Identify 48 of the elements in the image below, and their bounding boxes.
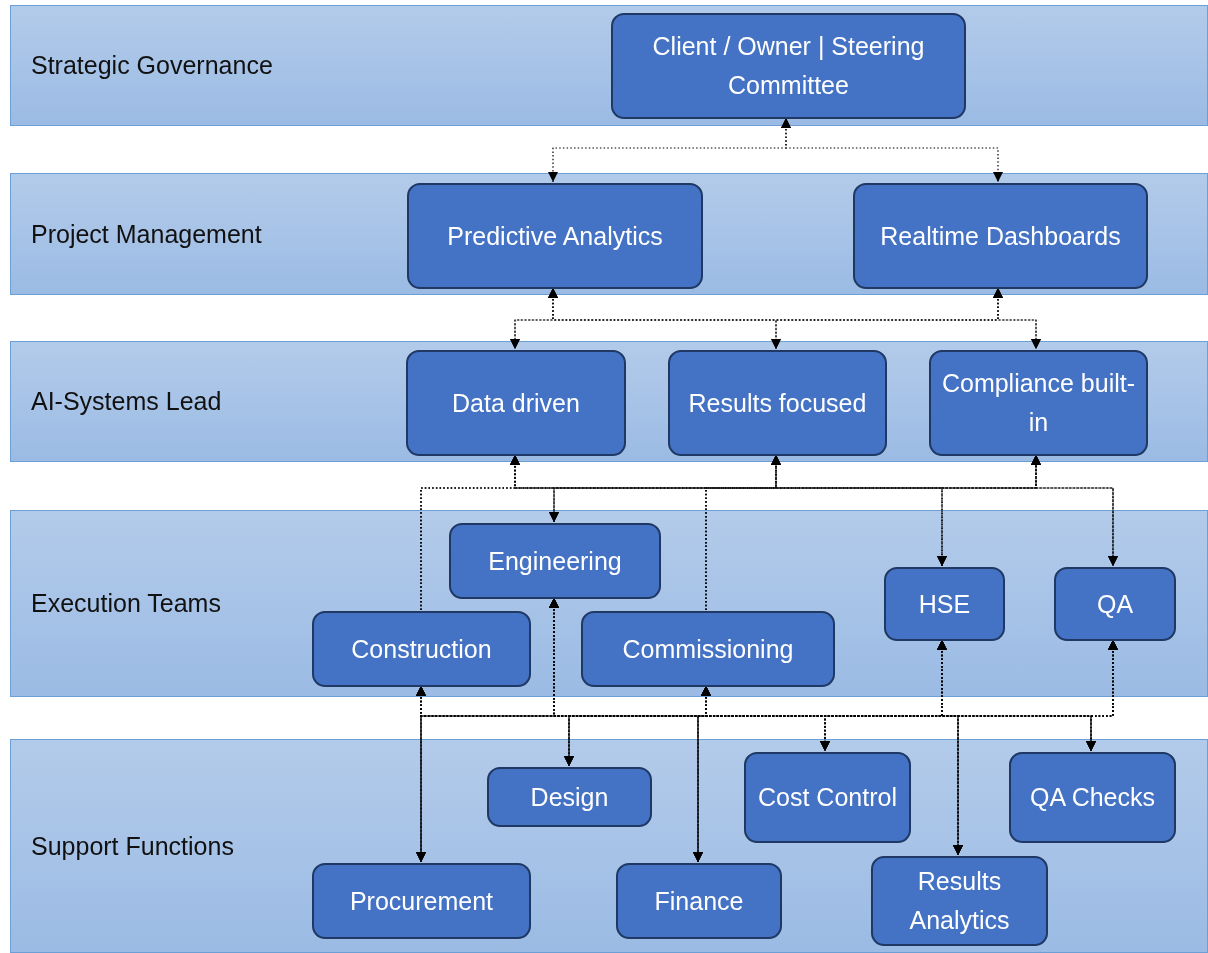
connector-arrow	[705, 454, 1041, 611]
lane-label: Project Management	[31, 218, 262, 250]
node-label: Engineering	[488, 545, 622, 577]
process-box	[449, 523, 661, 599]
process-box	[312, 611, 531, 687]
process-box	[871, 856, 1048, 946]
process-box	[616, 863, 782, 939]
process-box	[1009, 752, 1176, 843]
lane-label: AI-Systems Lead	[31, 386, 222, 417]
process-box	[581, 611, 835, 687]
node-label: Finance	[654, 885, 744, 917]
connector-arrow	[953, 639, 1118, 856]
connector-arrow	[781, 117, 1003, 183]
node-label: Results Analytics	[908, 866, 1011, 936]
node-label: Compliance built-in	[941, 368, 1136, 438]
node-label: Commissioning	[622, 633, 794, 665]
process-box	[407, 183, 703, 289]
process-box	[611, 13, 966, 119]
lane-label: Execution Teams	[31, 588, 221, 619]
lane-label: Support Functions	[31, 830, 234, 862]
process-box	[929, 350, 1148, 456]
node-label: Cost Control	[758, 782, 897, 814]
node-label: QA	[1096, 588, 1134, 620]
process-box	[668, 350, 887, 456]
process-box	[312, 863, 531, 939]
lane-band	[10, 739, 1208, 953]
lane-band	[10, 5, 1208, 126]
lane-label: Strategic Governance	[31, 50, 273, 81]
process-box	[884, 567, 1005, 641]
connector-arrow	[993, 287, 1041, 350]
process-box	[1054, 567, 1176, 641]
node-label: HSE	[918, 588, 971, 620]
process-box	[853, 183, 1148, 289]
node-label: Procurement	[349, 885, 494, 917]
node-label: Realtime Dashboards	[880, 220, 1121, 252]
process-box	[406, 350, 626, 456]
node-label: Design	[530, 781, 609, 813]
node-label: Construction	[351, 633, 492, 665]
node-label: Predictive Analytics	[447, 220, 663, 252]
process-box	[487, 767, 652, 827]
node-label: Data driven	[452, 387, 580, 419]
node-label: Results focused	[688, 387, 867, 419]
node-label: Client / Owner | Steering Committee	[651, 31, 926, 101]
lane-band	[10, 341, 1208, 462]
lane-band	[10, 510, 1208, 697]
process-box	[744, 752, 911, 843]
node-label: QA Checks	[1029, 782, 1156, 814]
lane-band	[10, 173, 1208, 295]
